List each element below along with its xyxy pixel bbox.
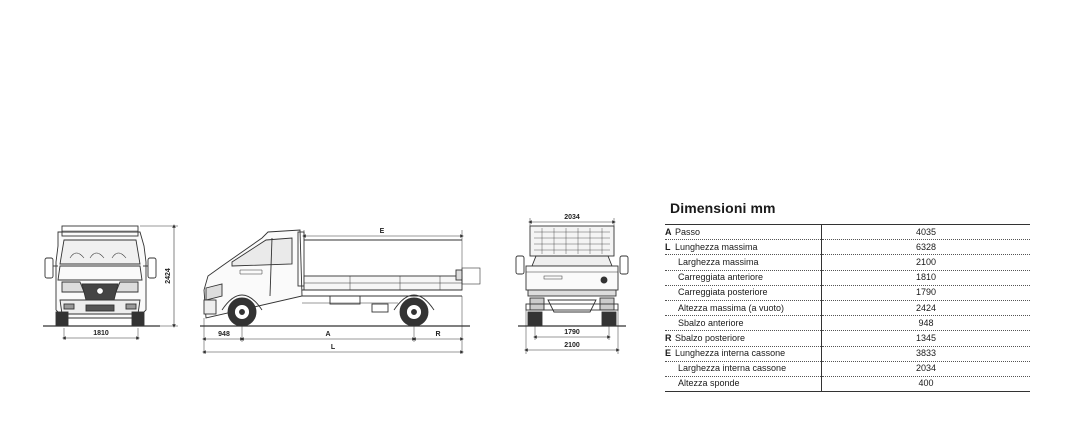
row-label-cell: Larghezza massima — [665, 254, 822, 271]
row-label: Lunghezza interna cassone — [675, 348, 786, 359]
row-value: 1345 — [821, 330, 1030, 347]
row-label: Sbalzo anteriore — [678, 317, 744, 328]
row-value: 2424 — [821, 300, 1030, 317]
row-label-cell: Carreggiata anteriore — [665, 270, 822, 286]
table-row: L Lunghezza massima 6328 — [665, 239, 1030, 256]
row-value: 948 — [821, 315, 1030, 332]
row-value: 400 — [821, 376, 1030, 393]
table-row: Larghezza massima 2100 — [665, 254, 1030, 271]
row-label-cell: Larghezza interna cassone — [665, 361, 822, 377]
row-code: R — [665, 332, 672, 343]
row-label: Larghezza massima — [678, 256, 759, 267]
row-label-cell: L Lunghezza massima — [665, 239, 822, 256]
table-row: Altezza massima (a vuoto) 2424 — [665, 300, 1030, 317]
table-row: Larghezza interna cassone 2034 — [665, 361, 1030, 377]
row-label-cell: Altezza massima (a vuoto) — [665, 300, 822, 317]
front-width-label: 1810 — [93, 330, 109, 337]
row-label: Altezza massima (a vuoto) — [678, 302, 785, 313]
row-value: 4035 — [821, 223, 1030, 241]
row-value: 3833 — [821, 346, 1030, 362]
row-label: Larghezza interna cassone — [678, 363, 787, 374]
row-label: Sbalzo posteriore — [675, 332, 746, 343]
row-value: 2100 — [821, 254, 1030, 271]
row-label: Passo — [675, 226, 701, 237]
row-code: A — [665, 226, 672, 237]
row-label: Altezza sponde — [678, 378, 740, 389]
row-value: 2034 — [821, 361, 1030, 377]
box-width-label: 2034 — [564, 214, 580, 221]
box-length-label: E — [380, 228, 385, 235]
row-label: Lunghezza massima — [675, 241, 758, 252]
table-row: Altezza sponde 400 — [665, 376, 1030, 393]
row-label-cell: Sbalzo anteriore — [665, 315, 822, 332]
wheelbase-label: A — [325, 331, 330, 338]
rear-width-label: 2100 — [564, 342, 580, 349]
row-label-cell: Carreggiata posteriore — [665, 285, 822, 301]
row-label-cell: Altezza sponde — [665, 376, 822, 393]
rear-overhang-label: R — [435, 331, 440, 338]
row-label: Carreggiata posteriore — [678, 287, 768, 298]
rear-track-label: 1790 — [564, 329, 580, 336]
row-value: 1810 — [821, 270, 1030, 286]
table-row: Carreggiata posteriore 1790 — [665, 285, 1030, 301]
dimensions-title: Dimensioni mm — [670, 200, 776, 216]
rear-view — [515, 218, 629, 354]
front-height-label: 2424 — [165, 268, 172, 284]
row-code: L — [665, 241, 671, 252]
row-value: 1790 — [821, 285, 1030, 301]
table-row: Sbalzo anteriore 948 — [665, 315, 1030, 332]
table-row: Carreggiata anteriore 1810 — [665, 270, 1030, 286]
row-value: 6328 — [821, 239, 1030, 256]
front-view — [43, 224, 178, 340]
length-label: L — [331, 344, 336, 351]
row-label: Carreggiata anteriore — [678, 272, 764, 283]
front-overhang-label: 948 — [218, 331, 230, 338]
row-code: E — [665, 348, 672, 359]
vehicle-drawings: 1810 2424 — [43, 214, 629, 354]
side-view — [200, 229, 481, 354]
